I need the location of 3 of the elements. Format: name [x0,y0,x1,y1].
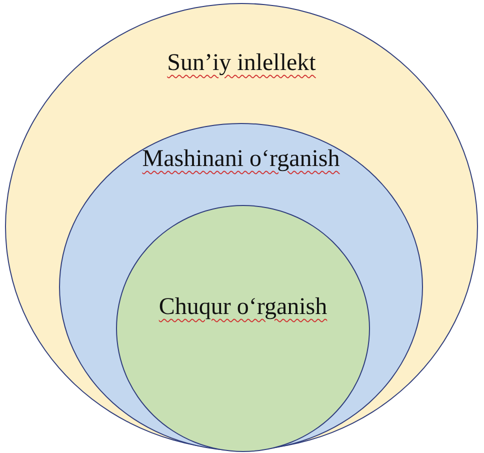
region-label: Chuqur o‘rganish [158,294,328,320]
region-label: Sun’iy inlellekt [167,50,316,76]
region-label: Mashinani o‘rganish [142,146,340,172]
